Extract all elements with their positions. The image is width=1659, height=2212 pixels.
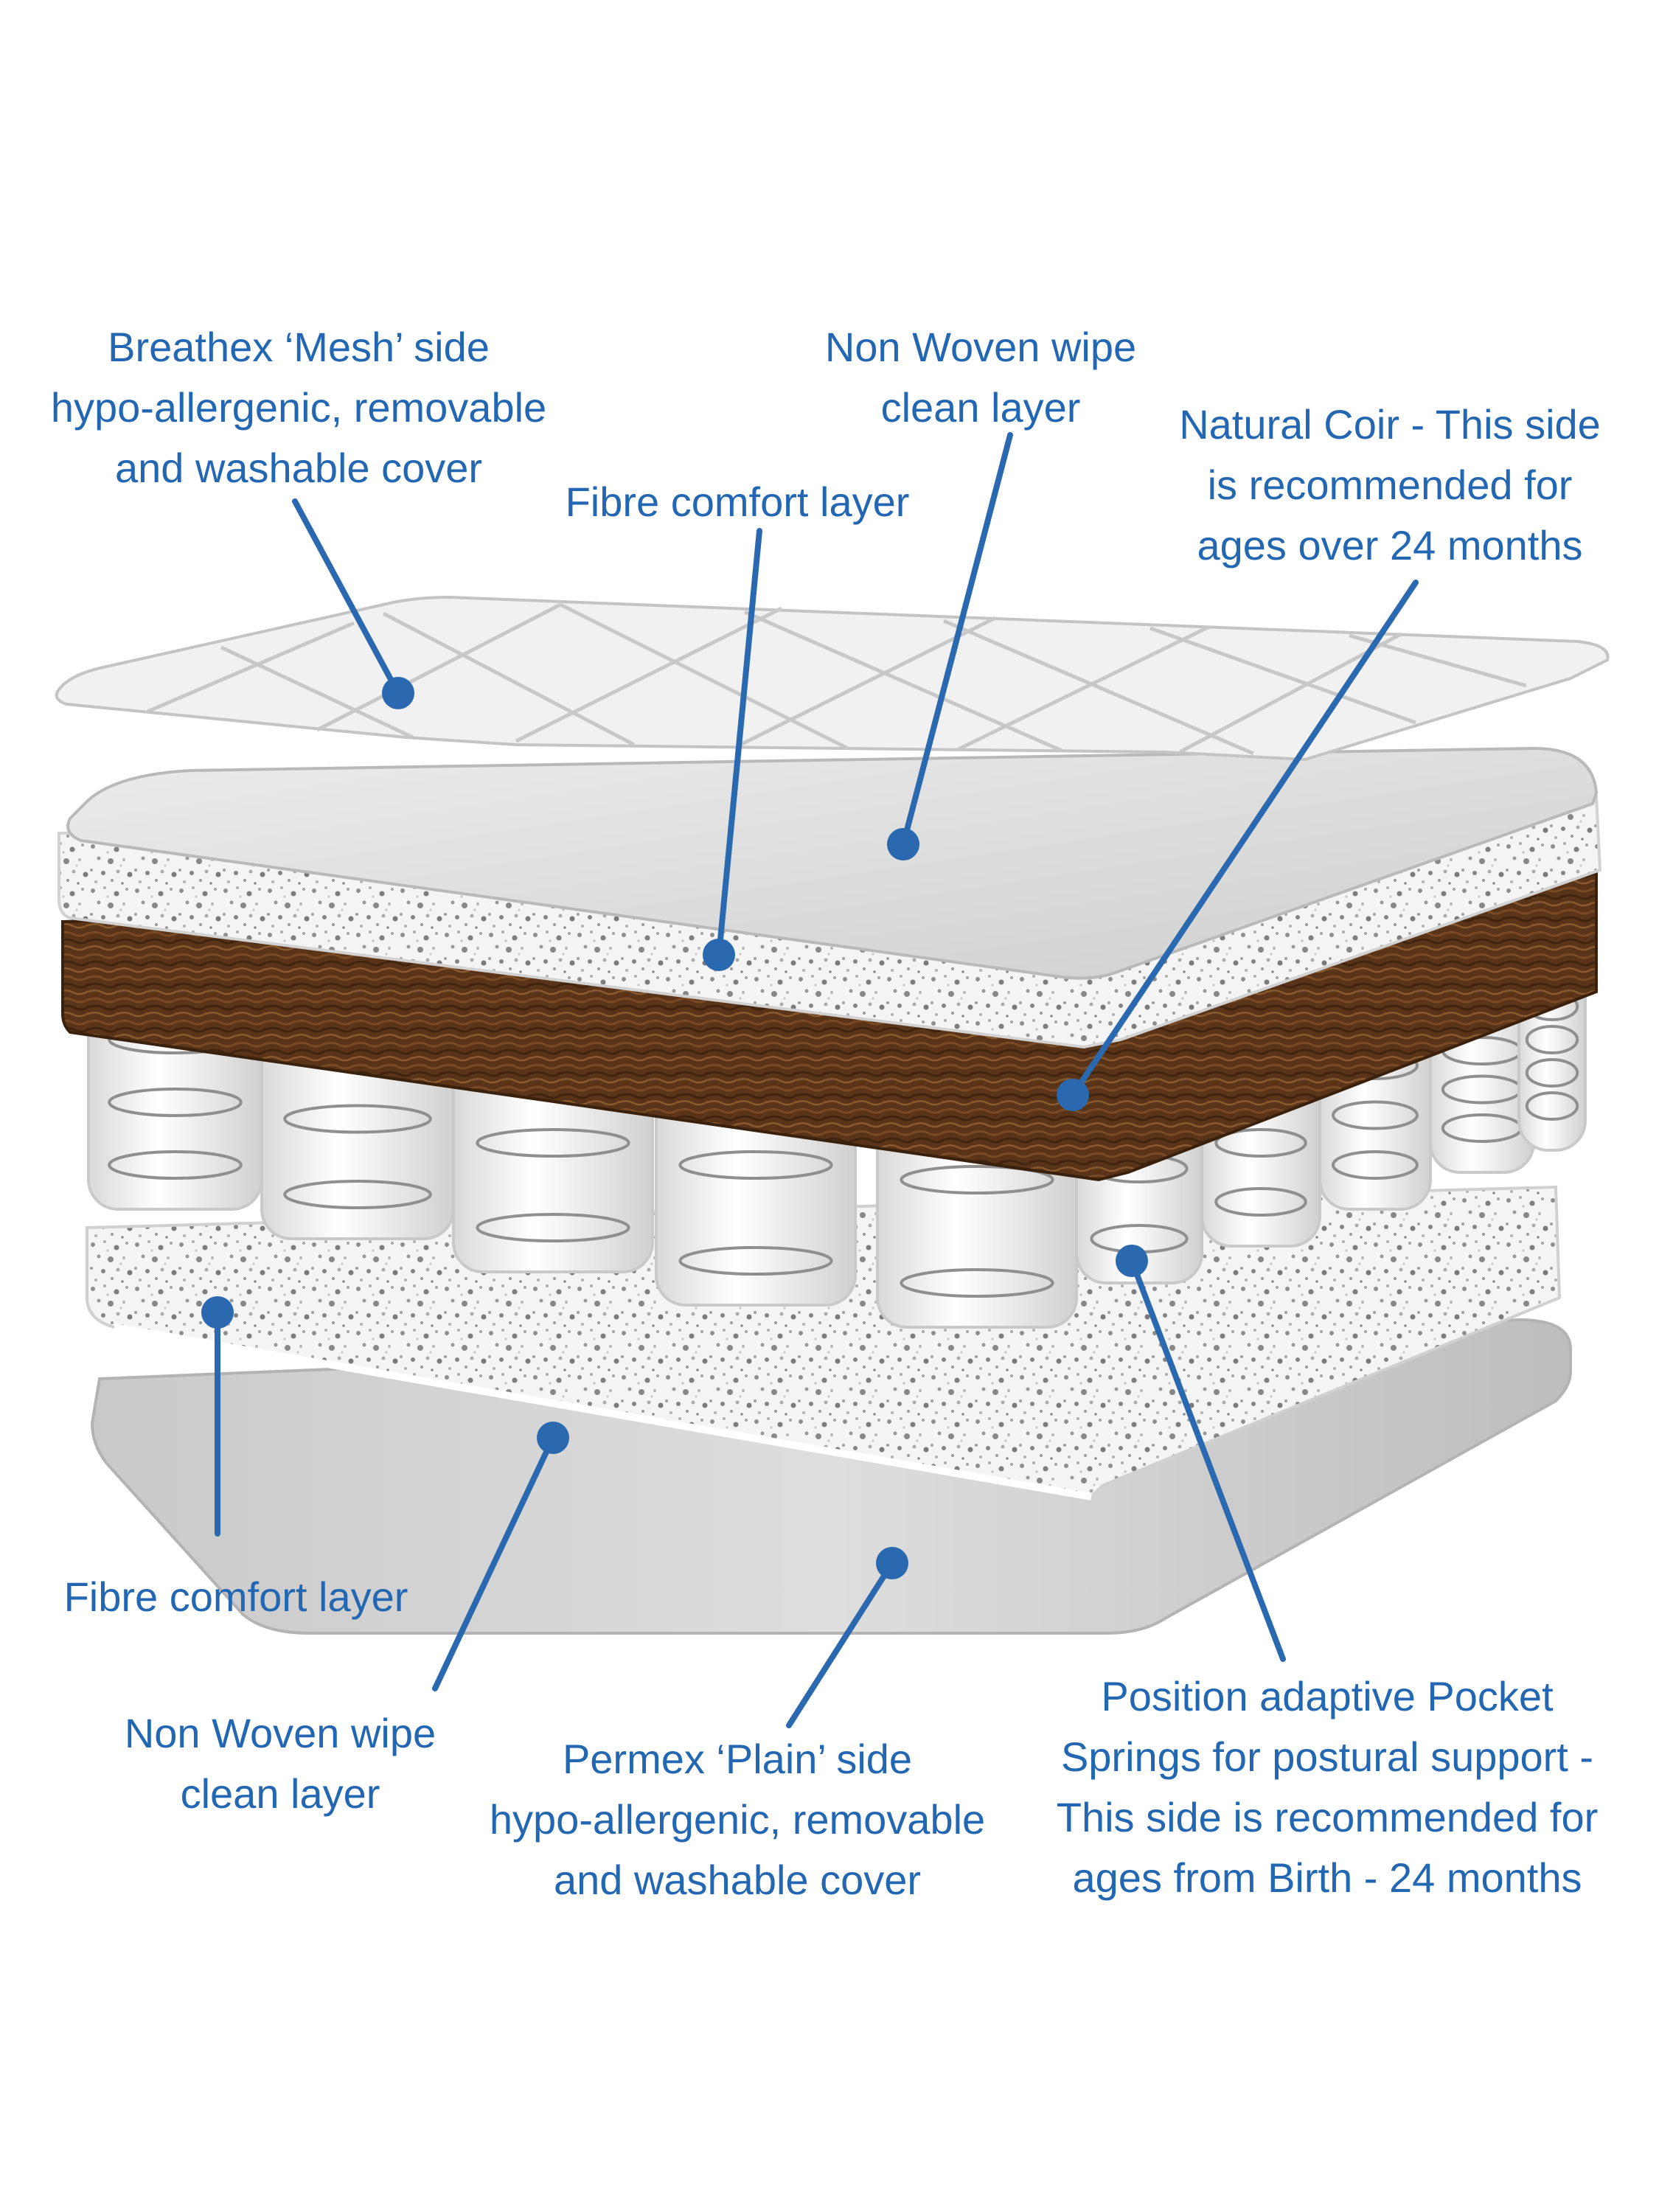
callout-line: This side is recommended for	[1056, 1794, 1599, 1840]
spring-coil	[678, 1246, 833, 1276]
callout-breathex-mesh-cover: Breathex ‘Mesh’ side hypo-allergenic, re…	[29, 317, 568, 498]
callout-line: and washable cover	[553, 1857, 922, 1903]
callout-line: Non Woven wipe	[824, 324, 1137, 370]
leader-bottom-fibre-comfort-layer	[201, 1296, 234, 1537]
callout-top-fibre-comfort-layer: Fibre comfort layer	[531, 472, 944, 532]
leader-lines	[201, 432, 1419, 1728]
spring-coil	[108, 1088, 243, 1117]
callout-line: is recommended for	[1207, 462, 1573, 508]
spring-coil	[1332, 1150, 1419, 1180]
leader-dot	[1116, 1245, 1148, 1277]
spring-coil	[283, 1180, 432, 1209]
spring-coil	[1525, 1091, 1579, 1121]
callout-line: clean layer	[880, 384, 1081, 431]
leader-dot	[1057, 1079, 1089, 1111]
callout-line: Springs for postural support -	[1060, 1733, 1594, 1780]
callout-line: and washable cover	[114, 445, 483, 491]
spring-coil	[900, 1268, 1054, 1298]
spring-coil	[1525, 1025, 1579, 1054]
leader-dot	[382, 677, 414, 709]
callout-line: Position adaptive Pocket	[1101, 1673, 1554, 1719]
quilted-mesh-cover	[55, 595, 1610, 762]
spring-coil	[108, 1150, 243, 1180]
leader-dot	[201, 1296, 234, 1329]
leader-breathex-mesh-cover	[292, 498, 414, 709]
spring-coil	[283, 1104, 432, 1134]
callout-line: Permex ‘Plain’ side	[562, 1736, 913, 1782]
callout-line: Non Woven wipe	[124, 1710, 437, 1756]
spring-coil	[1214, 1128, 1307, 1158]
spring-coil	[900, 1165, 1054, 1194]
callout-permex-plain-cover: Permex ‘Plain’ side hypo-allergenic, rem…	[465, 1729, 1010, 1910]
callout-line: ages over 24 months	[1197, 522, 1583, 568]
callout-line: clean layer	[180, 1770, 380, 1817]
callout-pocket-springs: Position adaptive Pocket Springs for pos…	[1018, 1666, 1637, 1908]
top-non-woven-layer	[66, 746, 1599, 980]
spring-coil	[476, 1128, 630, 1158]
callout-top-non-woven-layer: Non Woven wipe clean layer	[811, 317, 1150, 438]
callout-bottom-fibre-comfort-layer: Fibre comfort layer	[29, 1567, 442, 1627]
leader-top-non-woven-layer	[887, 432, 1013, 860]
spring-coil	[1214, 1187, 1307, 1217]
leader-permex-plain-cover	[786, 1547, 908, 1728]
quilt-stitch-lines	[147, 602, 1527, 756]
callout-line: Fibre comfort layer	[565, 479, 910, 525]
leader-top-fibre-comfort-layer	[703, 528, 762, 971]
leader-dot	[876, 1547, 908, 1579]
callout-line: hypo-allergenic, removable	[50, 384, 547, 431]
callout-line: ages from Birth - 24 months	[1072, 1854, 1582, 1901]
leader-dot	[887, 828, 919, 860]
callout-line: Natural Coir - This side	[1179, 401, 1601, 448]
callout-line: Breathex ‘Mesh’ side	[108, 324, 490, 370]
callout-bottom-non-woven-layer: Non Woven wipe clean layer	[111, 1703, 450, 1824]
callout-line: Fibre comfort layer	[63, 1573, 408, 1620]
spring-coil	[1332, 1100, 1419, 1130]
spring-coil	[678, 1150, 833, 1180]
leader-dot	[703, 939, 735, 971]
leader-bottom-non-woven-layer	[432, 1422, 569, 1691]
callout-natural-coir: Natural Coir - This side is recommended …	[1150, 394, 1630, 576]
leader-natural-coir	[1057, 580, 1419, 1111]
spring-coil	[476, 1213, 630, 1242]
callout-line: hypo-allergenic, removable	[489, 1796, 986, 1843]
spring-coil	[1525, 1058, 1579, 1088]
leader-pocket-springs	[1116, 1245, 1286, 1662]
leader-dot	[537, 1422, 569, 1454]
